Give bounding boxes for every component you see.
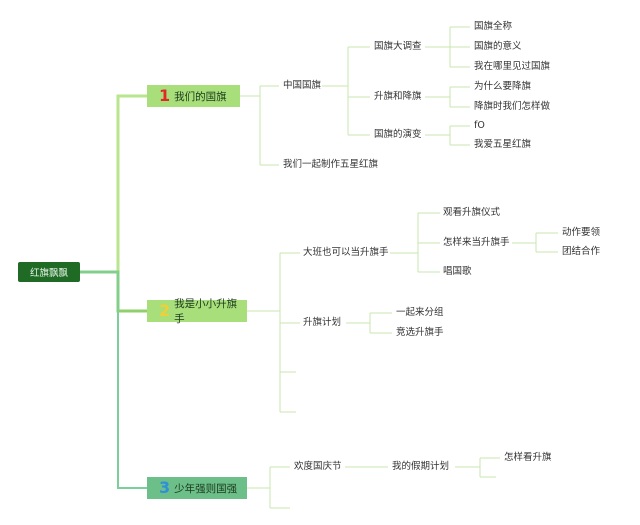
- node-huandu[interactable]: 欢度国庆节: [294, 461, 342, 472]
- node-guoqi-diaocha[interactable]: 国旗大调查: [374, 41, 422, 52]
- node-jingxuan[interactable]: 竞选升旗手: [396, 327, 444, 338]
- node-jiangqi-zenyang[interactable]: 降旗时我们怎样做: [474, 101, 551, 112]
- node-guoqi-yiyi[interactable]: 国旗的意义: [474, 41, 522, 52]
- node-dongzuo[interactable]: 动作要领: [562, 227, 601, 238]
- line-to-branch-2: [80, 270, 147, 313]
- node-chang-guoge[interactable]: 唱国歌: [443, 266, 472, 277]
- node-tuanjie[interactable]: 团结合作: [562, 246, 601, 257]
- node-guoqi-yanbian[interactable]: 国旗的演变: [374, 129, 422, 140]
- branch-3-number: 3: [159, 478, 171, 497]
- node-zhongguo-guoqi[interactable]: 中国国旗: [283, 80, 322, 91]
- node-weishenme-jiangqi[interactable]: 为什么要降旗: [474, 81, 532, 92]
- node-guoqi-quancheng[interactable]: 国旗全称: [474, 21, 513, 32]
- node-zai-nali-jianguo[interactable]: 我在哪里见过国旗: [474, 61, 551, 72]
- branch-1-number: 1: [159, 86, 171, 105]
- main-branch-lines: [80, 94, 147, 489]
- branch-2-number: 2: [159, 301, 171, 320]
- sub-lines: [240, 26, 558, 509]
- branch-1-node[interactable]: 1 我们的国旗: [147, 85, 240, 107]
- node-daban[interactable]: 大班也可以当升旗手: [303, 247, 389, 258]
- node-zenyang-dang[interactable]: 怎样来当升旗手: [443, 237, 510, 248]
- branch-2-node[interactable]: 2 我是小小升旗手: [147, 298, 247, 325]
- branch-1-label: 我们的国旗: [174, 90, 227, 103]
- node-zenyang-kan[interactable]: 怎样看升旗: [504, 452, 552, 463]
- node-shengqi-jihua[interactable]: 升旗计划: [303, 317, 342, 328]
- node-shengqi-jiangqi[interactable]: 升旗和降旗: [374, 91, 422, 102]
- node-fenzu[interactable]: 一起来分组: [396, 307, 444, 318]
- node-guankan[interactable]: 观看升旗仪式: [443, 207, 501, 218]
- line-to-branch-1: [80, 94, 147, 274]
- branch-3-label: 少年强则国强: [174, 482, 238, 495]
- line-to-branch-3: [80, 271, 147, 489]
- branch-2-label: 我是小小升旗手: [174, 298, 238, 325]
- node-yiqi-zhizuo[interactable]: 我们一起制作五星红旗: [283, 159, 379, 170]
- node-f0[interactable]: fO: [474, 120, 485, 131]
- node-wo-ai-hongqi[interactable]: 我爱五星红旗: [474, 139, 532, 150]
- node-jiaqi-jihua[interactable]: 我的假期计划: [392, 461, 450, 472]
- root-node[interactable]: 红旗飘飘: [18, 262, 80, 282]
- branch-3-node[interactable]: 3 少年强则国强: [147, 477, 247, 499]
